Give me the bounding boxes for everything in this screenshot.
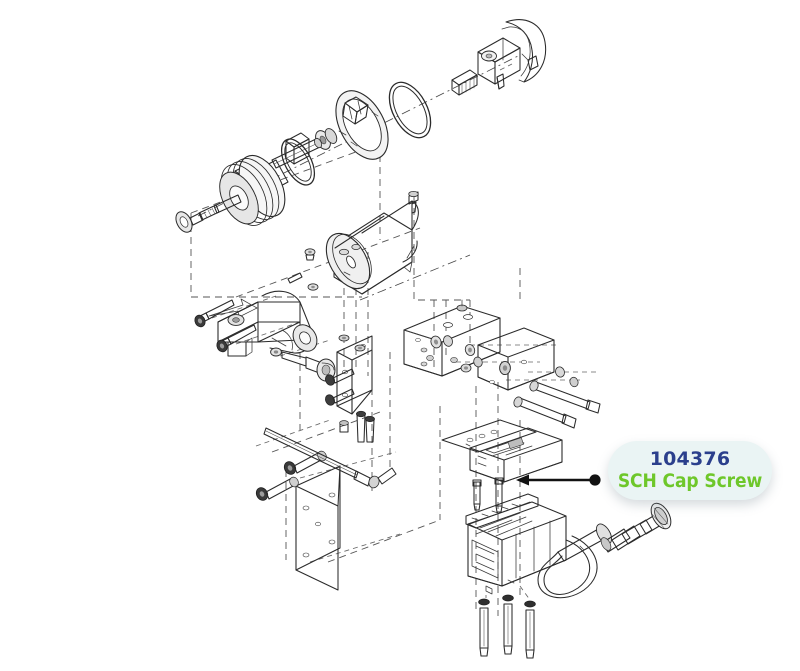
part-shaft-key-block <box>285 132 310 165</box>
callout-pill-background <box>608 441 772 500</box>
part-washer-column <box>338 244 366 352</box>
callout-pointer <box>516 474 601 486</box>
part-o-ring-large <box>388 81 432 139</box>
part-adjust-knob <box>270 347 336 382</box>
part-retaining-ring <box>501 19 547 83</box>
part-mount-bolt-1 <box>194 299 235 328</box>
part-motor-fastener <box>408 190 419 214</box>
part-circular-connector <box>595 502 672 553</box>
part-tie-rod <box>263 427 397 489</box>
part-motor-cylinder <box>325 200 419 295</box>
part-solenoid-valve-body <box>467 501 567 595</box>
part-mounting-bracket-left <box>325 335 373 443</box>
part-long-cap-screw-2 <box>502 594 514 655</box>
construction-lines <box>190 54 600 616</box>
callout-part-number: 104376 <box>649 447 731 470</box>
part-threaded-spring-sleeve <box>451 69 478 96</box>
part-cap-screw-right-1 <box>529 380 601 414</box>
callout-part-name: SCH Cap Screw <box>617 470 763 492</box>
part-cap-screw-right-2 <box>513 396 577 429</box>
part-mount-bolt-2 <box>216 324 257 353</box>
part-sch-cap-screw <box>494 477 504 513</box>
part-brake-disc-hub <box>335 90 389 160</box>
part-manifold-block-upper <box>403 299 501 377</box>
part-long-cap-screw-1 <box>478 598 490 657</box>
part-plate-bolt-1 <box>255 476 299 501</box>
part-callout-badge[interactable]: 104376 SCH Cap Screw <box>608 441 772 500</box>
part-small-washer-b <box>307 283 319 291</box>
part-motor-mount-arm <box>208 290 318 357</box>
part-manifold-block-lower <box>477 327 555 391</box>
part-small-washer-a <box>304 248 316 261</box>
part-end-washer <box>175 211 193 233</box>
part-drive-shaft <box>271 137 323 169</box>
part-knurled-collar <box>477 37 521 85</box>
part-plate-fasteners <box>339 416 375 443</box>
part-bracket-screw-b <box>325 388 355 406</box>
part-bracket-screw-a <box>325 368 355 386</box>
part-fastener-cluster <box>426 335 579 388</box>
part-cable-assembly <box>537 527 607 599</box>
part-gasket-plate <box>441 419 537 453</box>
part-bracket-screw-c <box>356 410 366 443</box>
part-dowel-pins <box>496 53 539 90</box>
part-pulley-sheave <box>219 154 289 226</box>
part-o-ring-small <box>280 138 316 186</box>
part-motor-pin <box>287 272 303 284</box>
part-valve-body-upper <box>469 427 563 483</box>
part-sch-cap-screw-2 <box>472 479 482 511</box>
part-mounting-plate <box>295 465 341 591</box>
part-long-cap-screw-3 <box>524 600 536 659</box>
